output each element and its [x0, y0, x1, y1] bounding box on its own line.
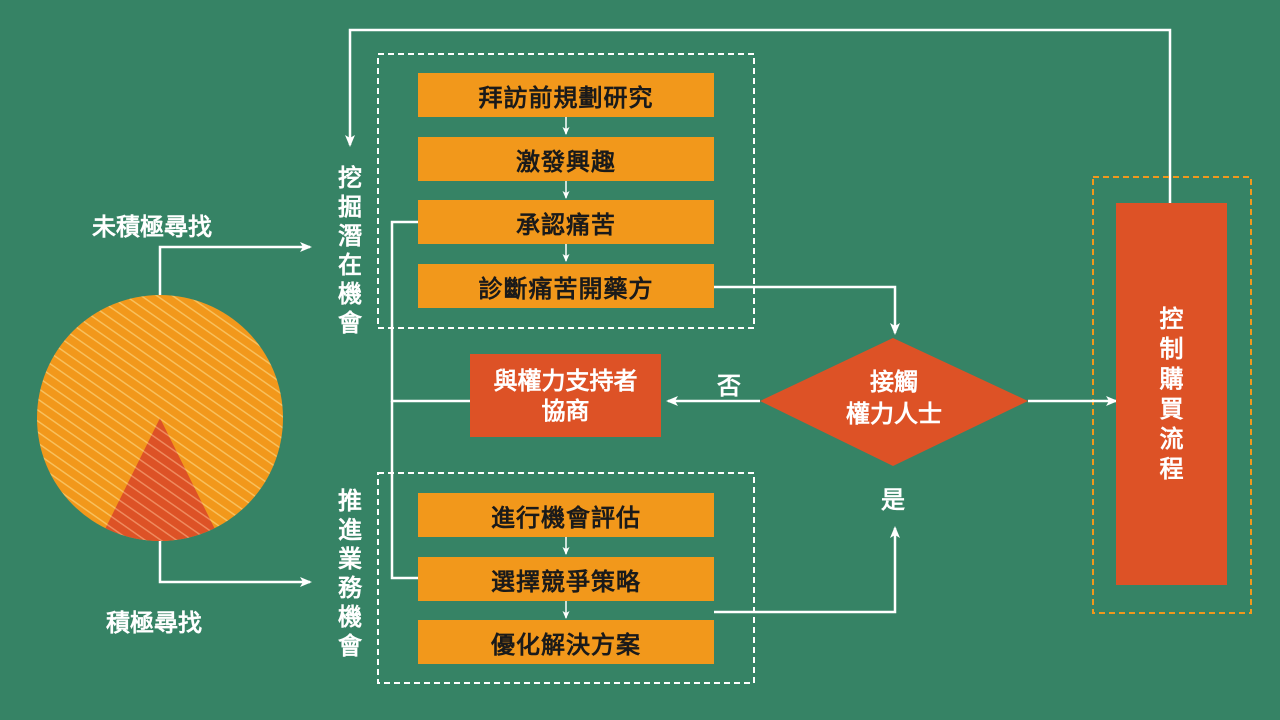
dig-section-frame: [377, 53, 755, 329]
decision-no-label: 否: [717, 372, 741, 400]
diagnose-to-decision-connector: [714, 285, 900, 335]
negotiate-feedback-connector: [390, 217, 470, 403]
negotiate-line2: 協商: [541, 396, 590, 425]
negotiate-box: 與權力支持者 協商: [470, 354, 661, 437]
decision-line2: 權力人士: [846, 400, 942, 428]
dig-section-label: 挖掘潛在機會: [338, 164, 362, 337]
negotiate-feedback-connector-lower: [390, 401, 452, 583]
control-purchase-label: 控制購買流程: [1159, 305, 1184, 483]
decision-line1: 接觸: [870, 368, 918, 396]
step-pre-visit-research: 拜訪前規劃研究: [418, 73, 714, 117]
control-purchase-box: 控制購買流程: [1116, 203, 1227, 585]
step-admit-pain: 承認痛苦: [418, 200, 714, 244]
loop-back-connector: [345, 28, 1172, 203]
step-choose-strategy: 選擇競爭策略: [418, 557, 714, 601]
decision-yes-label: 是: [881, 486, 905, 514]
negotiate-line1: 與權力支持者: [493, 366, 638, 395]
step-assess-opportunity: 進行機會評估: [418, 493, 714, 537]
strategy-to-decision-connector: [714, 526, 900, 614]
advance-section-frame: [377, 472, 755, 684]
passive-search-label: 未積極尋找: [92, 213, 212, 241]
passive-connector: [158, 242, 312, 295]
step-diagnose-prescribe: 診斷痛苦開藥方: [418, 264, 714, 308]
control-frame: [1092, 176, 1252, 614]
step-arouse-interest: 激發興趣: [418, 137, 714, 181]
step-optimize-solution: 優化解決方案: [418, 620, 714, 664]
decision-text: 接觸 權力人士: [824, 366, 964, 430]
active-connector: [158, 541, 312, 587]
decision-diamond: [760, 338, 1028, 466]
opportunity-circle: [37, 295, 283, 541]
advance-section-label: 推進業務機會: [338, 487, 362, 660]
active-search-label: 積極尋找: [106, 609, 202, 637]
